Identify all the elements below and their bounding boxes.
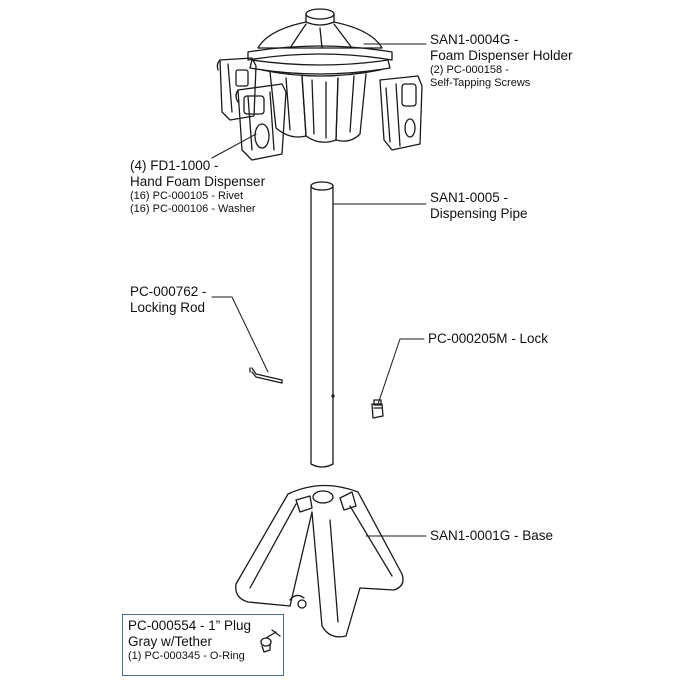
leader-lock — [377, 338, 425, 405]
holder-screws-desc: Self-Tapping Screws — [430, 76, 531, 89]
base-label: SAN1-0001G - Base — [430, 528, 553, 544]
base-part-number: SAN1-0001G - Base — [430, 528, 554, 543]
dispensing-pipe — [310, 181, 335, 468]
hand-foam-dispenser-front — [235, 83, 287, 161]
locking-rod — [249, 367, 283, 384]
foam-dispenser-holder — [247, 8, 393, 143]
hand-foam-dispenser-back-left — [216, 57, 257, 121]
plug-oring: (1) PC-000345 - O-Ring — [128, 649, 245, 662]
pipe-label: SAN1-0005 - Dispensing Pipe — [430, 190, 528, 222]
plug-callout-box — [122, 614, 284, 676]
hand-foam-dispenser-right — [379, 75, 423, 151]
leader-rod — [211, 296, 269, 373]
plug-description: Gray w/Tether — [128, 633, 213, 649]
plug-with-tether — [260, 629, 281, 653]
dispenser-label: (4) FD1-1000 - Hand Foam Dispenser (16) … — [130, 158, 265, 216]
rod-part-number: PC-000762 - — [130, 284, 207, 299]
holder-part-number: SAN1-0004G - — [430, 32, 519, 47]
dispenser-description: Hand Foam Dispenser — [130, 173, 266, 189]
lock-part-number: PC-000205M - Lock — [428, 331, 549, 346]
lock — [371, 399, 384, 419]
plug-label: PC-000554 - 1” Plug Gray w/Tether (1) PC… — [128, 618, 251, 663]
holder-screws-part: (2) PC-000158 - — [430, 63, 509, 76]
dispenser-part-number: (4) FD1-1000 - — [130, 158, 219, 173]
pipe-description: Dispensing Pipe — [430, 205, 528, 221]
holder-label: SAN1-0004G - Foam Dispenser Holder (2) P… — [430, 32, 573, 90]
leader-lines — [211, 43, 427, 537]
holder-description: Foam Dispenser Holder — [430, 47, 573, 63]
plug-part-number: PC-000554 - 1” Plug — [128, 618, 252, 633]
rod-label: PC-000762 - Locking Rod — [130, 284, 207, 316]
leader-dispenser — [211, 133, 257, 159]
rod-description: Locking Rod — [130, 299, 206, 315]
base — [235, 484, 404, 638]
dispenser-washer: (16) PC-000106 - Washer — [130, 202, 256, 215]
lock-label: PC-000205M - Lock — [428, 331, 548, 347]
pipe-part-number: SAN1-0005 - — [430, 190, 509, 205]
dispenser-rivet: (16) PC-000105 - Rivet — [130, 189, 244, 202]
